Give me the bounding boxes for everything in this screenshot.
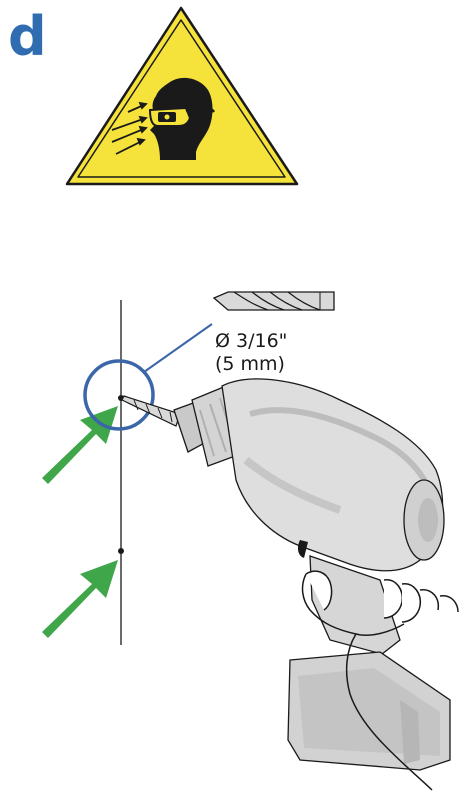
- callout-leader-line: [143, 323, 213, 373]
- drill-bit-size-label: Ø 3/16" (5 mm): [215, 330, 287, 376]
- drill-bit-icon: [212, 291, 335, 311]
- hand-holding-drill: [301, 570, 459, 791]
- lower-green-arrow-icon: [42, 560, 118, 638]
- upper-green-arrow-icon: [42, 406, 118, 484]
- hole-mark-lower: [118, 548, 124, 554]
- eye-protection-icon: [111, 77, 216, 160]
- drill-bit-in-chuck: [121, 395, 181, 427]
- power-drill: [173, 378, 451, 771]
- drill-bit-diameter-imperial: Ø 3/16": [215, 330, 288, 352]
- drill-bit-diameter-metric: (5 mm): [215, 352, 285, 375]
- highlight-circle: [83, 359, 155, 431]
- step-letter: d: [8, 5, 47, 68]
